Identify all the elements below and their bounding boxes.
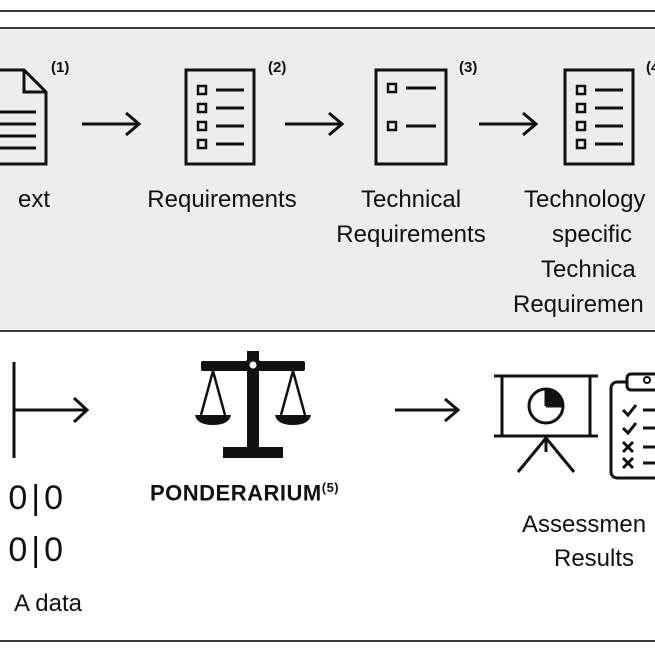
arrow-right-icon	[479, 111, 539, 137]
stage-label-4a: Technology	[524, 186, 646, 213]
arrow-right-icon	[285, 111, 345, 137]
pipeline-panel	[0, 27, 655, 332]
scales-icon	[195, 351, 311, 458]
branch-arrow-icon	[12, 362, 90, 458]
document-icon	[0, 68, 48, 166]
stage-label-2: Requirements	[147, 186, 297, 213]
binary-row-2: 0|0	[8, 531, 67, 569]
stage-label-3a: Technical	[360, 186, 462, 213]
stage-number-4: (4	[646, 59, 655, 76]
arrow-right-icon	[82, 111, 142, 137]
engine-number: (5)	[321, 480, 340, 495]
top-rule	[0, 10, 655, 12]
results-label-1: Assessmen	[522, 511, 647, 538]
presentation-chart-icon	[494, 374, 598, 473]
stage-label-1: ext	[17, 186, 50, 213]
stage-number-2: (2)	[268, 59, 287, 76]
stage-label-4b: specific	[552, 221, 633, 248]
stage-label-4d: Requiremen	[513, 291, 644, 318]
checklist-icon	[563, 68, 635, 166]
stage-number-1: (1)	[51, 59, 70, 76]
checklist-icon	[184, 68, 256, 166]
binary-row-1: 0|0	[8, 479, 67, 517]
data-label: A data	[13, 590, 82, 617]
results-label-2: Results	[554, 545, 635, 572]
engine-name: PONDERARIUM(5)	[150, 480, 340, 506]
bottom-rule	[0, 640, 655, 642]
stage-label-4c: Technica	[541, 256, 636, 283]
stage-label-3b: Requirements	[336, 221, 486, 248]
arrow-right-icon	[395, 397, 461, 423]
stage-number-3: (3)	[459, 59, 478, 76]
clipboard-checklist-icon	[609, 372, 655, 480]
checklist-icon	[374, 68, 448, 166]
